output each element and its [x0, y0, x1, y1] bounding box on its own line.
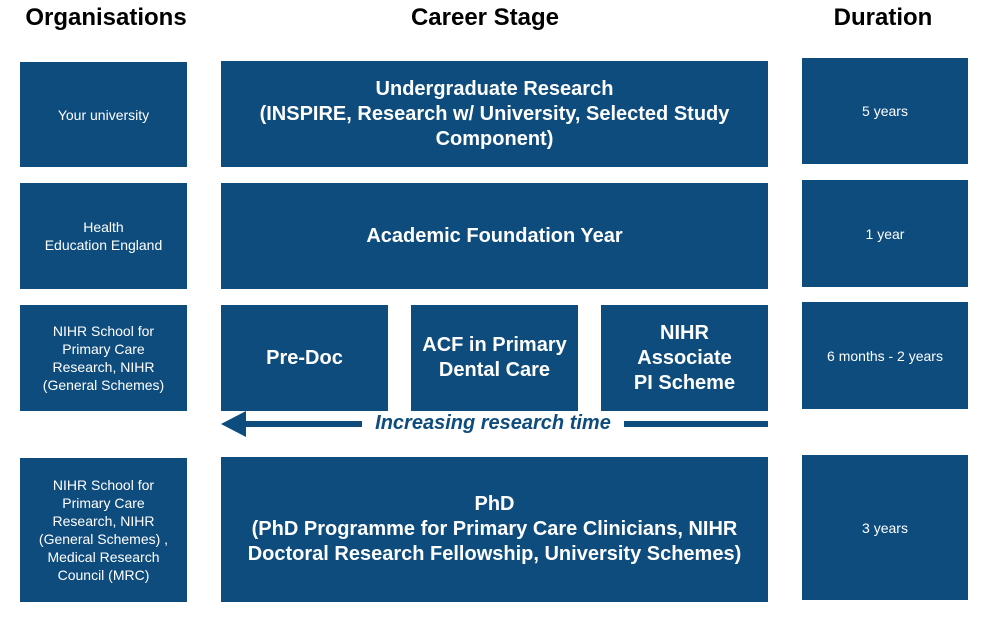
stage-undergraduate-research: Undergraduate Research (INSPIRE, Researc… [221, 61, 768, 167]
arrow-head [221, 411, 246, 437]
duration-box-3: 6 months - 2 years [802, 302, 968, 409]
org-box-2: Health Education England [20, 183, 187, 289]
stage-phd: PhD (PhD Programme for Primary Care Clin… [221, 457, 768, 602]
org-box-4: NIHR School for Primary Care Research, N… [20, 458, 187, 602]
organisations-header: Organisations [25, 4, 187, 31]
arrow-shaft-left [244, 421, 362, 427]
stage-acf-primary-dental-care: ACF in Primary Dental Care [411, 305, 578, 411]
career-stage-header: Career Stage [410, 4, 560, 31]
duration-box-4: 3 years [802, 455, 968, 600]
org-box-3: NIHR School for Primary Care Research, N… [20, 305, 187, 411]
duration-box-1: 5 years [802, 58, 968, 164]
duration-box-2: 1 year [802, 180, 968, 287]
stage-pre-doc: Pre-Doc [221, 305, 388, 411]
duration-header: Duration [833, 4, 933, 31]
stage-nihr-associate-pi: NIHR Associate PI Scheme [601, 305, 768, 411]
arrow-shaft-right [624, 421, 768, 427]
org-box-1: Your university [20, 62, 187, 167]
stage-academic-foundation-year: Academic Foundation Year [221, 183, 768, 289]
arrow-label: Increasing research time [375, 412, 611, 434]
